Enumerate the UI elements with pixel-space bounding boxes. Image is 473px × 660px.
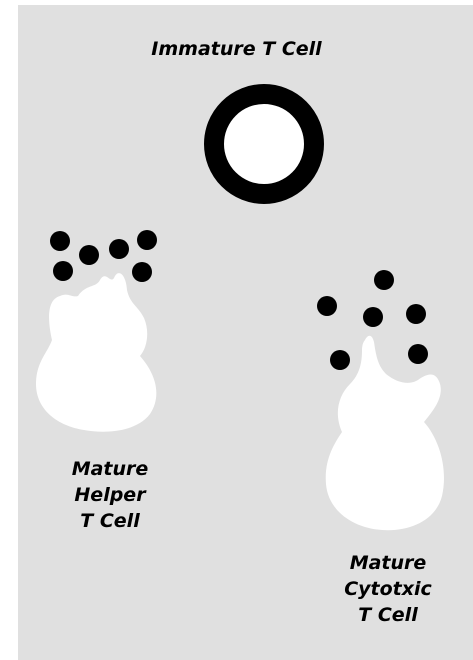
helper-label-line: T Cell xyxy=(40,508,180,534)
mature-cytotoxic-t-cell-label: Mature Cytotxic T Cell xyxy=(318,550,458,628)
helper-granule xyxy=(79,245,99,265)
cytotoxic-granule xyxy=(408,344,428,364)
helper-granule xyxy=(137,230,157,250)
cytotoxic-label-line: Mature xyxy=(318,550,458,576)
helper-granule xyxy=(132,262,152,282)
mature-helper-t-cell-label: Mature Helper T Cell xyxy=(40,456,180,534)
cytotoxic-label-line: Cytotxic xyxy=(318,576,458,602)
helper-t-cell-body xyxy=(36,273,156,432)
cytotoxic-granule xyxy=(317,296,337,316)
cytotoxic-granule xyxy=(330,350,350,370)
helper-granules xyxy=(50,230,157,282)
helper-granule xyxy=(109,239,129,259)
cytotoxic-granule xyxy=(374,270,394,290)
helper-label-line: Mature xyxy=(40,456,180,482)
cytotoxic-label-line: T Cell xyxy=(318,602,458,628)
helper-granule xyxy=(53,261,73,281)
helper-label-line: Helper xyxy=(40,482,180,508)
cytotoxic-granule xyxy=(406,304,426,324)
immature-t-cell xyxy=(214,94,314,194)
cytotoxic-granule xyxy=(363,307,383,327)
helper-granule xyxy=(50,231,70,251)
